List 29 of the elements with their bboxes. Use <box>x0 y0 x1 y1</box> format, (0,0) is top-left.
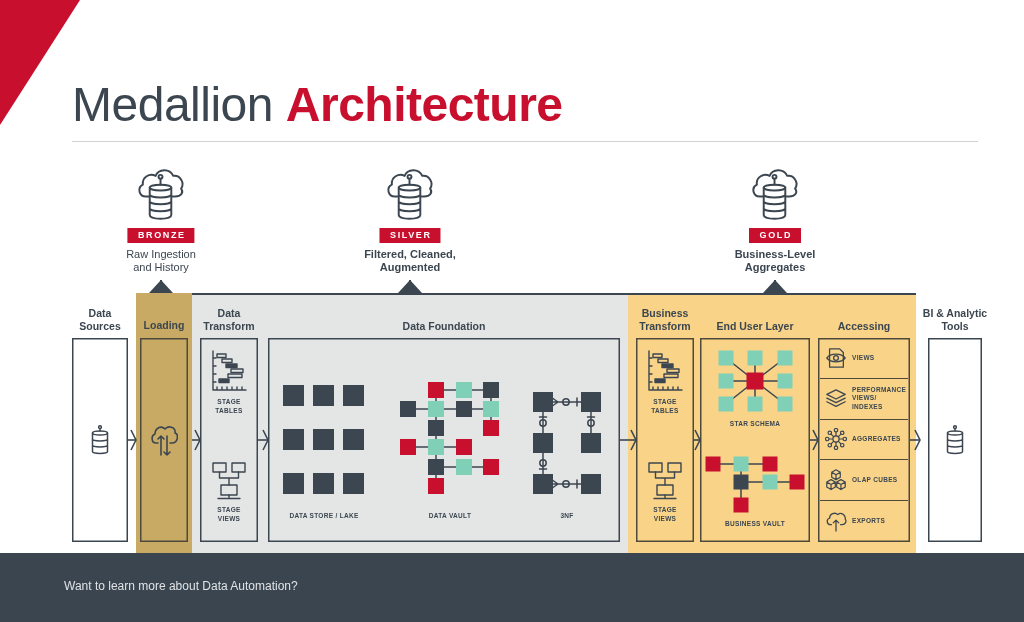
level-badge: GOLD <box>749 228 801 243</box>
column-heading: Data Foundation <box>402 320 486 333</box>
layer-description: Raw Ingestion and History <box>125 248 197 274</box>
chevron-arrow <box>127 429 137 451</box>
level-badge: SILVER <box>379 228 441 243</box>
column-heading: BI & Analytic Tools <box>922 307 988 333</box>
pointer-triangle <box>149 279 173 294</box>
layer-description: Business-Level Aggregates <box>734 248 816 274</box>
layer-description: Filtered, Cleaned, Augmented <box>363 248 457 274</box>
layer-band <box>136 293 192 553</box>
column-heading: Data Sources <box>78 307 122 333</box>
layer-band <box>192 293 628 553</box>
chevron-arrow <box>809 429 819 451</box>
chevron-arrow <box>257 429 269 451</box>
pointer-triangle <box>763 279 787 294</box>
chevron-arrow <box>693 429 701 451</box>
column-heading: Data Transform <box>202 307 256 333</box>
level-badge: BRONZE <box>127 228 195 243</box>
column-heading: Loading <box>143 319 185 332</box>
column-heading: Accessing <box>837 320 891 333</box>
chevron-arrow <box>909 429 921 451</box>
footer-text: Want to learn more about Data Automation? <box>64 579 298 594</box>
layer-band <box>628 293 916 553</box>
column-heading: Business Transform <box>638 307 692 333</box>
column-heading: End User Layer <box>715 320 795 333</box>
chevron-arrow <box>619 429 637 451</box>
page-title: Medallion Architecture <box>72 78 563 132</box>
pointer-triangle <box>398 279 422 294</box>
chevron-arrow <box>191 429 201 451</box>
